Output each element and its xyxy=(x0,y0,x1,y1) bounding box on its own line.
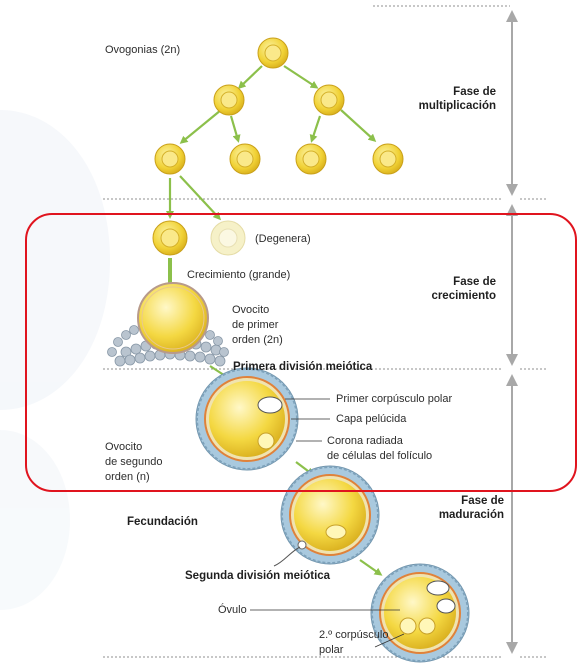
oogonium-cell xyxy=(373,144,403,174)
growing-oocyte-cell xyxy=(153,221,187,255)
degenerates-label: (Degenera) xyxy=(255,232,311,246)
secondary-oocyte-label: Ovocito de segundo orden (n) xyxy=(105,440,163,485)
ovum-label: Óvulo xyxy=(218,603,247,617)
phase-multiplication-label: Fase de multiplicación xyxy=(419,85,496,113)
oogonium-cell xyxy=(155,144,185,174)
phase-growth-label: Fase de crecimiento xyxy=(431,275,496,303)
degenerating-cell xyxy=(211,221,245,255)
oogonia-label: Ovogonias (2n) xyxy=(105,43,180,57)
oogonium-cell xyxy=(214,85,244,115)
growth-label: Crecimiento (grande) xyxy=(187,268,290,282)
oogonium-cell xyxy=(258,38,288,68)
primary-oocyte-label: Ovocito de primer orden (2n) xyxy=(232,303,283,348)
background-watermark xyxy=(0,110,110,610)
oogonium-cell xyxy=(230,144,260,174)
oogonium-cell xyxy=(314,85,344,115)
phase-maturation-label: Fase de maduración xyxy=(439,494,504,522)
second-meiotic-division-label: Segunda división meiótica xyxy=(185,569,330,583)
first-polar-body-label: Primer corpúsculo polar xyxy=(336,392,452,406)
oogonium-cell xyxy=(296,144,326,174)
corona-radiata-label: Corona radiada de células del folículo xyxy=(327,434,432,464)
first-meiotic-division-label: Primera división meiótica xyxy=(233,360,372,374)
second-polar-body-label: 2.º corpúsculo polar xyxy=(319,628,388,658)
phase-axis-arrows xyxy=(506,10,518,654)
secondary-oocyte xyxy=(196,368,298,470)
fertilized-oocyte xyxy=(274,466,379,566)
zona-pellucida-label: Capa pelúcida xyxy=(336,412,406,426)
primary-oocyte xyxy=(108,283,229,366)
fertilization-label: Fecundación xyxy=(127,515,198,529)
